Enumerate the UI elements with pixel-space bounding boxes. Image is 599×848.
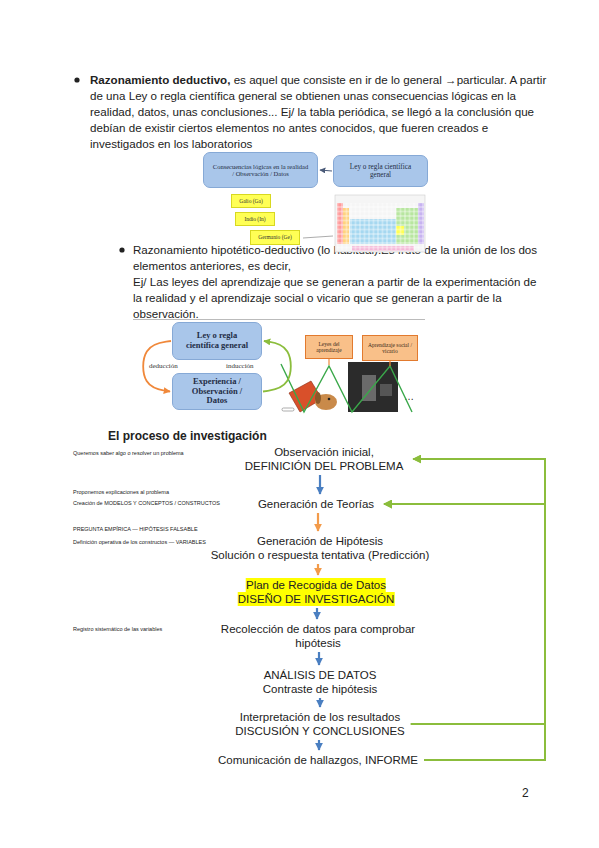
node-text: Ley o regla científica general bbox=[181, 331, 253, 351]
process-box: Experiencia / Observación / Datos bbox=[172, 373, 262, 410]
edge-label: deducción bbox=[149, 362, 178, 370]
node-text: Germanio (Ge) bbox=[258, 234, 291, 240]
node-text: DEFINICIÓN DEL PROBLEMA bbox=[245, 459, 404, 473]
node-text: DISEÑO DE INVESTIGACIÓN bbox=[238, 592, 395, 606]
process-step: Plan de Recogida de DatosDISEÑO DE INVES… bbox=[238, 578, 395, 606]
table-group bbox=[396, 226, 404, 235]
photo-figure bbox=[362, 375, 376, 401]
paragraph-text: Razonamiento hipotético-deductivo (lo ha… bbox=[133, 242, 547, 274]
node-text: Ley o regla científica general bbox=[342, 163, 419, 180]
note-label: Queremos saber algo o resolver un proble… bbox=[73, 450, 184, 457]
process-step: Interpretación de los resultadosDISCUSIÓ… bbox=[235, 710, 405, 738]
dog-eye bbox=[328, 398, 331, 401]
connector-arrow bbox=[384, 504, 545, 724]
note-label: … bbox=[404, 391, 414, 403]
dog-head bbox=[315, 394, 337, 410]
connector-arrow bbox=[317, 513, 319, 531]
node-text: Interpretación de los resultados bbox=[240, 710, 400, 724]
node-text: Consecuencias lógicas en la realidad / O… bbox=[212, 163, 309, 178]
note-label: PREGUNTA EMPÍRICA — HIPÓTESIS FALSABLE bbox=[73, 526, 198, 533]
process-box: Germanio (Ge) bbox=[250, 230, 300, 245]
bone bbox=[282, 408, 294, 411]
connector-arrow bbox=[413, 459, 545, 760]
node-text: Contraste de hipótesis bbox=[263, 682, 377, 696]
connector-arrow bbox=[320, 170, 332, 171]
process-box: Consecuencias lógicas en la realidad / O… bbox=[203, 152, 318, 188]
rule bbox=[133, 319, 425, 320]
connector-arrow bbox=[319, 698, 321, 707]
process-box: Galio (Ga) bbox=[231, 194, 271, 208]
note-label: Definición operativa de los constructos … bbox=[73, 539, 206, 546]
paragraph: Razonamiento deductivo,es aquel que cons… bbox=[90, 72, 548, 152]
table-group bbox=[337, 203, 343, 244]
process-step: Generación de Teorías bbox=[258, 497, 374, 511]
process-step: ANÁLISIS DE DATOSContraste de hipótesis bbox=[263, 668, 377, 696]
bullet bbox=[119, 247, 124, 252]
book-shape bbox=[289, 381, 322, 412]
leader-line bbox=[303, 236, 333, 238]
node-text: Plan de Recogida de Datos bbox=[246, 578, 386, 592]
table-frame bbox=[335, 195, 425, 252]
edge-layer bbox=[143, 170, 545, 760]
node-text: Leyes del aprendizaje bbox=[309, 341, 349, 354]
paragraph-text: Razonamiento deductivo, bbox=[90, 73, 230, 86]
edge-label: inducción bbox=[226, 362, 254, 370]
small-arrow bbox=[328, 359, 329, 365]
connector-arrow bbox=[319, 475, 321, 494]
connector-arrow bbox=[318, 740, 320, 750]
node-text: Generación de Hipótesis bbox=[257, 534, 383, 548]
table-group bbox=[396, 208, 418, 244]
process-box: Ley o regla científica general bbox=[333, 155, 428, 187]
note-label: Proponemos explicaciones al problema bbox=[73, 489, 169, 496]
node-text: ANÁLISIS DE DATOS bbox=[264, 668, 377, 682]
process-box: Aprendizaje social / vicario bbox=[362, 335, 418, 361]
node-text: Galio (Ga) bbox=[239, 198, 263, 204]
periodic-table bbox=[335, 195, 425, 252]
node-text: Experiencia / Observación / Datos bbox=[181, 377, 253, 406]
photo-figure bbox=[380, 384, 392, 396]
photo bbox=[348, 362, 398, 412]
node-text: Indio (In) bbox=[244, 216, 265, 222]
connector-arrow bbox=[263, 341, 291, 392]
node-text: Observación inicial, bbox=[274, 445, 374, 459]
connector-arrow bbox=[411, 459, 545, 724]
note-label: 2 bbox=[522, 786, 529, 800]
note-label: Registro sistemático de las variables bbox=[73, 626, 162, 633]
process-step: Observación inicial,DEFINICIÓN DEL PROBL… bbox=[245, 445, 404, 473]
process-step: Generación de HipótesisSolución o respue… bbox=[211, 534, 430, 562]
process-step: Recolección de datos para comprobar hipó… bbox=[213, 622, 423, 650]
zigzag-line bbox=[281, 364, 412, 412]
connector-arrow bbox=[318, 652, 320, 665]
process-box: Ley o regla científica general bbox=[172, 322, 262, 360]
paragraph: Razonamiento hipotético-deductivo (lo ha… bbox=[133, 242, 547, 322]
small-arrow bbox=[389, 361, 390, 366]
node-text: Recolección de datos para comprobar hipó… bbox=[213, 622, 423, 650]
connector-arrow bbox=[317, 564, 319, 575]
node-text: DISCUSIÓN Y CONCLUSIONES bbox=[235, 724, 405, 738]
table-grid bbox=[337, 203, 424, 250]
table-group bbox=[343, 208, 349, 244]
process-box: Leyes del aprendizaje bbox=[305, 335, 353, 359]
note-label: Creación de MODELOS Y CONCEPTOS / CONSTR… bbox=[73, 500, 220, 507]
table-group bbox=[352, 246, 414, 251]
process-step: Comunicación de hallazgos, INFORME bbox=[218, 753, 418, 767]
connector-arrow bbox=[316, 608, 318, 619]
process-box: Indio (In) bbox=[235, 212, 275, 226]
bullet bbox=[74, 77, 79, 82]
node-text: Solución o respuesta tentativa (Predicci… bbox=[211, 548, 430, 562]
dog-ear bbox=[315, 392, 321, 404]
node-text: Generación de Teorías bbox=[258, 497, 374, 511]
section-title: El proceso de investigación bbox=[108, 429, 267, 443]
table-group bbox=[418, 203, 424, 244]
paragraph-text: Ej/ Las leyes del aprendizaje que se gen… bbox=[133, 274, 547, 322]
node-text: Aprendizaje social / vicario bbox=[366, 342, 414, 355]
illustration bbox=[281, 359, 412, 412]
node-text: Comunicación de hallazgos, INFORME bbox=[218, 753, 418, 767]
table-group bbox=[350, 219, 396, 244]
